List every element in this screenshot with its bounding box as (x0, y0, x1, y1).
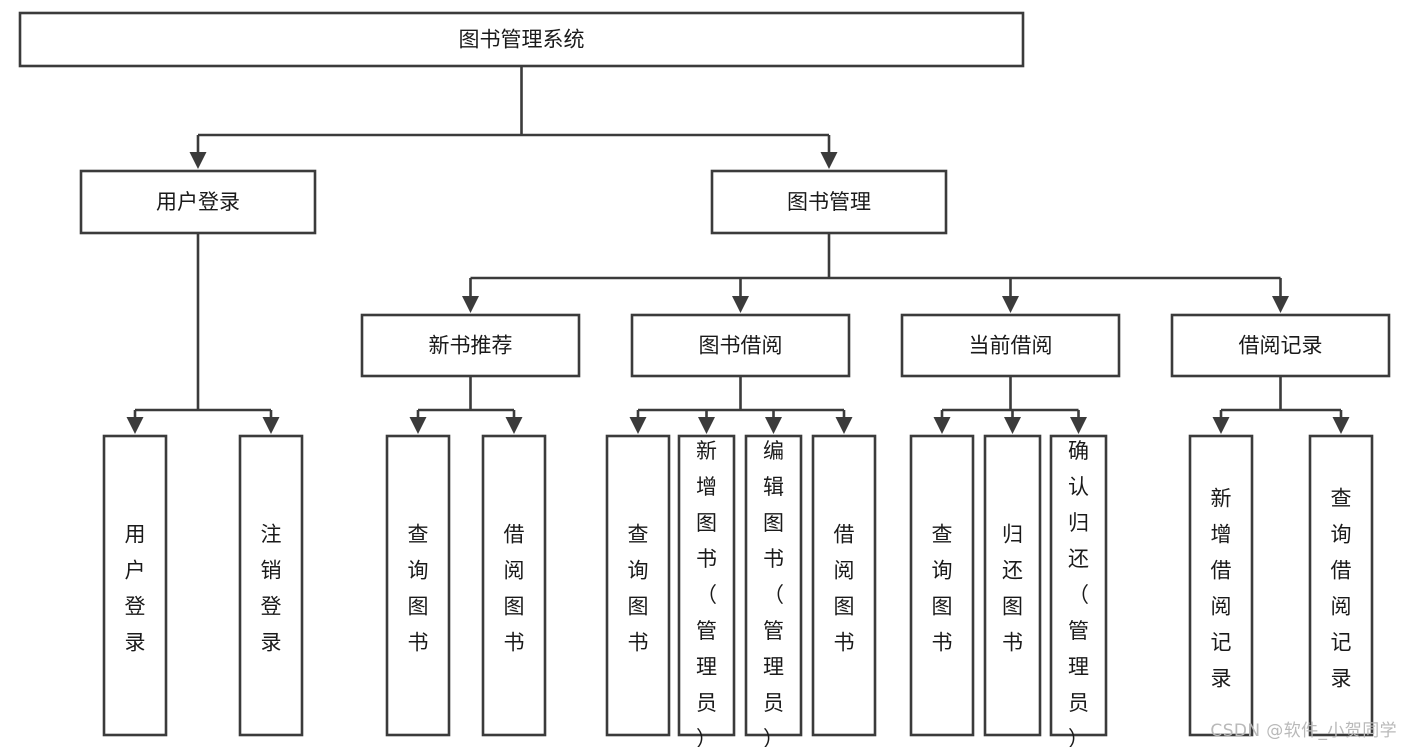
node-leaf-8[interactable]: 查询图书 (909, 434, 975, 737)
node-leaf-10[interactable]: 确认归还（管理员） (1049, 434, 1108, 747)
arrow-head-icon (698, 417, 715, 434)
node-label: 借阅图书 (504, 523, 525, 655)
node-label: 图书管理 (787, 190, 871, 214)
node-leaf-3[interactable]: 借阅图书 (481, 434, 547, 737)
node-label: 查询图书 (408, 523, 429, 655)
node-level1-1[interactable]: 图书管理 (710, 169, 948, 235)
arrow-head-icon (126, 417, 144, 434)
arrow-head-icon (1272, 296, 1289, 313)
node-label: 用户登录 (125, 523, 146, 655)
arrow-head-icon (1004, 417, 1021, 434)
node-label: 借阅图书 (834, 523, 855, 655)
arrow-head-icon (505, 417, 523, 434)
node-label: 借阅记录 (1239, 334, 1323, 358)
node-label: 注销登录 (261, 523, 282, 655)
node-leaf-6[interactable]: 编辑图书（管理员） (744, 434, 803, 747)
node-label: 归还图书 (1002, 523, 1023, 655)
node-leaf-1[interactable]: 注销登录 (238, 434, 304, 737)
arrow-head-icon (835, 417, 853, 434)
node-leaf-5[interactable]: 新增图书（管理员） (677, 434, 736, 747)
arrow-head-icon (1212, 417, 1230, 434)
arrow-head-icon (409, 417, 427, 434)
arrow-head-icon (820, 152, 838, 169)
node-level2-3[interactable]: 借阅记录 (1170, 313, 1391, 378)
node-leaf-4[interactable]: 查询图书 (605, 434, 671, 737)
node-level1-0[interactable]: 用户登录 (79, 169, 317, 235)
node-level2-2[interactable]: 当前借阅 (900, 313, 1121, 378)
node-label: 查询图书 (932, 523, 953, 655)
node-leaf-0[interactable]: 用户登录 (102, 434, 168, 737)
arrow-head-icon (189, 152, 207, 169)
node-label: 当前借阅 (969, 334, 1053, 358)
node-leaf-2[interactable]: 查询图书 (385, 434, 451, 737)
node-leaf-9[interactable]: 归还图书 (983, 434, 1042, 737)
node-level2-1[interactable]: 图书借阅 (630, 313, 851, 378)
arrow-head-icon (1070, 417, 1087, 434)
arrow-head-icon (1332, 417, 1350, 434)
arrow-head-icon (1002, 296, 1019, 313)
arrow-head-icon (262, 417, 280, 434)
arrow-head-icon (462, 296, 479, 313)
node-leaf-12[interactable]: 查询借阅记录 (1308, 434, 1374, 737)
node-label: 查询借阅记录 (1331, 487, 1352, 691)
node-label: 新书推荐 (429, 334, 513, 358)
node-label: 用户登录 (156, 190, 240, 214)
arrow-head-icon (765, 417, 782, 434)
node-label: 图书管理系统 (459, 28, 585, 52)
connector-edges-layer (126, 66, 1350, 434)
node-label: 查询图书 (628, 523, 649, 655)
node-root-system[interactable]: 图书管理系统 (18, 11, 1025, 68)
arrow-head-icon (732, 296, 749, 313)
node-label: 确认归还（管理员） (1068, 439, 1089, 747)
node-boxes-layer: 图书管理系统用户登录图书管理新书推荐图书借阅当前借阅借阅记录用户登录注销登录查询… (18, 11, 1391, 747)
node-leaf-7[interactable]: 借阅图书 (811, 434, 877, 737)
node-label: 新增借阅记录 (1211, 487, 1232, 691)
node-label: 图书借阅 (699, 334, 783, 358)
node-label: 新增图书（管理员） (696, 439, 717, 747)
node-label: 编辑图书（管理员） (763, 439, 784, 747)
node-leaf-11[interactable]: 新增借阅记录 (1188, 434, 1254, 737)
arrow-head-icon (933, 417, 951, 434)
arrow-head-icon (629, 417, 647, 434)
node-level2-0[interactable]: 新书推荐 (360, 313, 581, 378)
